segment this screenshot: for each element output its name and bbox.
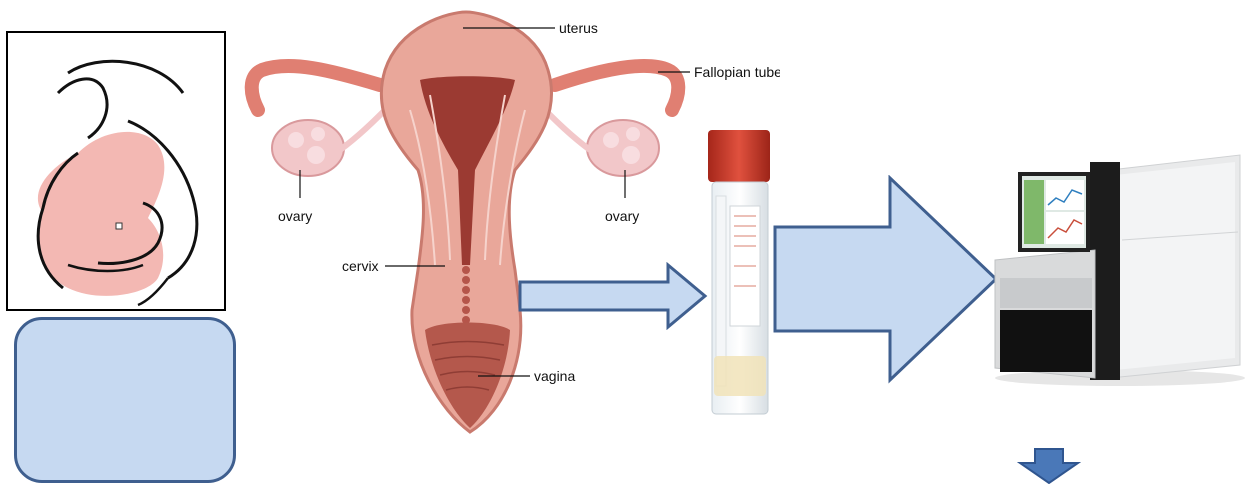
arrow-right-large [772, 175, 1000, 387]
pregnant-woman-panel [6, 31, 226, 311]
label-vagina: vagina [534, 368, 575, 384]
female-reproductive-anatomy: uterus Fallopian tube ovary ovary cervix… [240, 0, 780, 440]
label-cervix: cervix [342, 258, 379, 274]
label-fallopian-tube: Fallopian tube [694, 64, 780, 80]
right-ovary [587, 120, 659, 176]
sample-tube-icon [700, 126, 780, 418]
label-ovary-left: ovary [278, 208, 312, 224]
arrow-down-small [1017, 447, 1081, 484]
empty-info-panel [14, 317, 236, 483]
left-ovary [272, 120, 344, 176]
pregnant-woman-icon [8, 33, 224, 309]
label-uterus: uterus [559, 20, 598, 36]
arrow-right-small [518, 262, 708, 330]
label-ovary-right: ovary [605, 208, 639, 224]
sequencer-icon [990, 150, 1250, 386]
